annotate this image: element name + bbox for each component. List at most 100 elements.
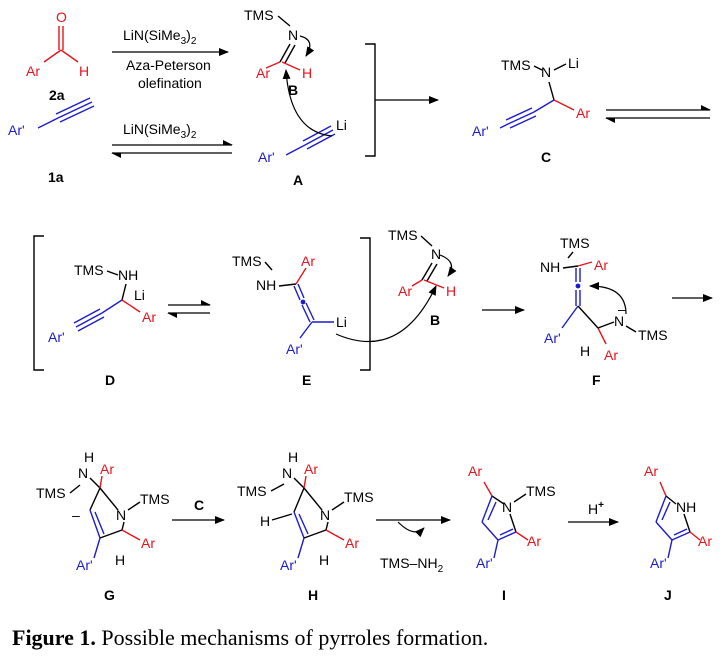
svg-text:NH: NH <box>118 267 138 283</box>
svg-text:Ar: Ar <box>100 461 114 477</box>
svg-text:C: C <box>194 497 204 513</box>
svg-text:Li: Li <box>134 287 145 303</box>
intermediate-D: TMS NH Li Ar Ar' D <box>33 235 156 388</box>
svg-text:Li: Li <box>336 314 347 330</box>
equilibrium-arrow-1a-A: LiN(SiMe3)2 <box>111 121 233 158</box>
svg-text:Ar: Ar <box>468 463 482 479</box>
svg-text:Ar: Ar <box>345 535 359 551</box>
figure-caption-text: Possible mechanisms of pyrroles formatio… <box>95 625 489 650</box>
arrow-G-H: C <box>172 497 225 524</box>
imine-B-top: TMS N Ar H B <box>244 7 315 98</box>
svg-text:N: N <box>116 507 126 523</box>
equilibrium-arrow-D-E <box>167 300 211 318</box>
svg-text:H: H <box>580 343 590 359</box>
svg-text:Ar': Ar' <box>650 555 667 571</box>
svg-text:N: N <box>288 27 298 43</box>
label-B-top: B <box>288 82 298 98</box>
svg-text:Aza-Peterson: Aza-Peterson <box>126 57 211 73</box>
svg-text:olefination: olefination <box>138 75 202 91</box>
svg-text:TMS: TMS <box>344 489 374 505</box>
figure-caption: Figure 1. Possible mechanisms of pyrrole… <box>12 625 488 651</box>
svg-text:TMS: TMS <box>74 262 104 278</box>
svg-text:–: – <box>618 301 626 317</box>
label-H: H <box>308 587 318 603</box>
svg-text:Ar': Ar' <box>286 341 303 357</box>
arrow-H-I: TMS–NH2 <box>376 516 451 575</box>
svg-text:TMS: TMS <box>36 485 66 501</box>
pyrrole-J: Ar NH Ar Ar' J <box>644 463 712 603</box>
svg-text:Li: Li <box>568 55 579 71</box>
svg-text:Ar: Ar <box>26 63 40 79</box>
svg-text:H+: H+ <box>588 500 604 517</box>
svg-text:O: O <box>56 9 67 25</box>
svg-text:NH: NH <box>256 277 276 293</box>
svg-text:N: N <box>282 465 292 481</box>
svg-text:H: H <box>302 65 312 81</box>
svg-text:N: N <box>614 313 624 329</box>
svg-text:TMS: TMS <box>526 483 556 499</box>
svg-text:NH: NH <box>540 259 560 275</box>
svg-text:TMS: TMS <box>244 7 274 23</box>
svg-text:Ar': Ar' <box>76 557 93 573</box>
svg-text:H: H <box>288 449 298 465</box>
svg-text:Ar': Ar' <box>280 557 297 573</box>
svg-text:Ar: Ar <box>398 283 412 299</box>
svg-text:TMS: TMS <box>501 57 531 73</box>
intermediate-F: TMS NH Ar Ar' H Ar N – TMS F <box>540 235 668 388</box>
svg-text:Ar': Ar' <box>476 555 493 571</box>
label-2a: 2a <box>49 87 65 103</box>
label-D: D <box>105 372 115 388</box>
svg-text:Ar: Ar <box>604 347 618 363</box>
svg-text:Ar: Ar <box>594 257 608 273</box>
svg-text:Ar': Ar' <box>48 329 65 345</box>
svg-text:N: N <box>431 246 441 262</box>
allenyl-lithium-E: TMS NH H Ar Li Ar' E <box>232 237 437 388</box>
lithium-amide-C: TMS N Li Ar Ar' C <box>472 55 590 165</box>
svg-text:H: H <box>446 283 456 299</box>
label-F: F <box>592 372 601 388</box>
svg-text:–: – <box>72 507 80 523</box>
reagent-arrow-aza-peterson: LiN(SiMe3)2 Aza-Peterson olefination <box>112 27 229 91</box>
label-J: J <box>664 587 672 603</box>
svg-text:Ar: Ar <box>576 105 590 121</box>
svg-text:LiN(SiMe3)2: LiN(SiMe3)2 <box>123 121 197 141</box>
svg-text:Ar': Ar' <box>544 330 561 346</box>
imine-B-middle: TMS N Ar H B <box>388 227 457 328</box>
svg-text:N: N <box>320 507 330 523</box>
arrow-I-J: H+ <box>568 500 619 526</box>
svg-text:H: H <box>319 552 329 568</box>
svg-text:TMS: TMS <box>237 483 267 499</box>
intermediate-G: H N TMS Ar N TMS – Ar H Ar' G <box>36 449 170 603</box>
figure-label: Figure 1. <box>12 625 96 650</box>
svg-text:H: H <box>115 552 125 568</box>
alkyne-1a: Ar' 1a <box>8 97 95 185</box>
svg-text:LiN(SiMe3)2: LiN(SiMe3)2 <box>123 27 197 47</box>
label-I: I <box>502 587 506 603</box>
svg-text:H: H <box>84 449 94 465</box>
label-G: G <box>104 587 115 603</box>
svg-text:Ar: Ar <box>301 253 315 269</box>
label-1a: 1a <box>48 169 64 185</box>
equilibrium-arrow-C-D <box>605 105 711 123</box>
intermediate-H: H N TMS Ar N TMS H Ar H Ar' H <box>237 449 374 603</box>
svg-text:Ar': Ar' <box>258 149 275 165</box>
svg-text:H: H <box>260 513 270 529</box>
label-A: A <box>293 172 303 188</box>
svg-text:TMS–NH2: TMS–NH2 <box>380 555 444 575</box>
svg-text:TMS: TMS <box>140 491 170 507</box>
svg-text:Ar: Ar <box>698 533 712 549</box>
svg-text:N: N <box>502 499 512 515</box>
svg-text:TMS: TMS <box>560 235 590 251</box>
label-B-middle: B <box>430 312 440 328</box>
lithium-acetylide-A: Ar' Li A <box>258 69 347 188</box>
svg-text:Ar: Ar <box>527 533 541 549</box>
svg-text:Ar': Ar' <box>8 122 25 138</box>
svg-text:TMS: TMS <box>232 253 262 269</box>
svg-text:N: N <box>541 64 551 80</box>
svg-text:Ar: Ar <box>304 461 318 477</box>
label-E: E <box>302 372 311 388</box>
svg-text:Li: Li <box>336 117 347 133</box>
svg-text:Ar': Ar' <box>472 123 489 139</box>
svg-text:Ar: Ar <box>256 65 270 81</box>
